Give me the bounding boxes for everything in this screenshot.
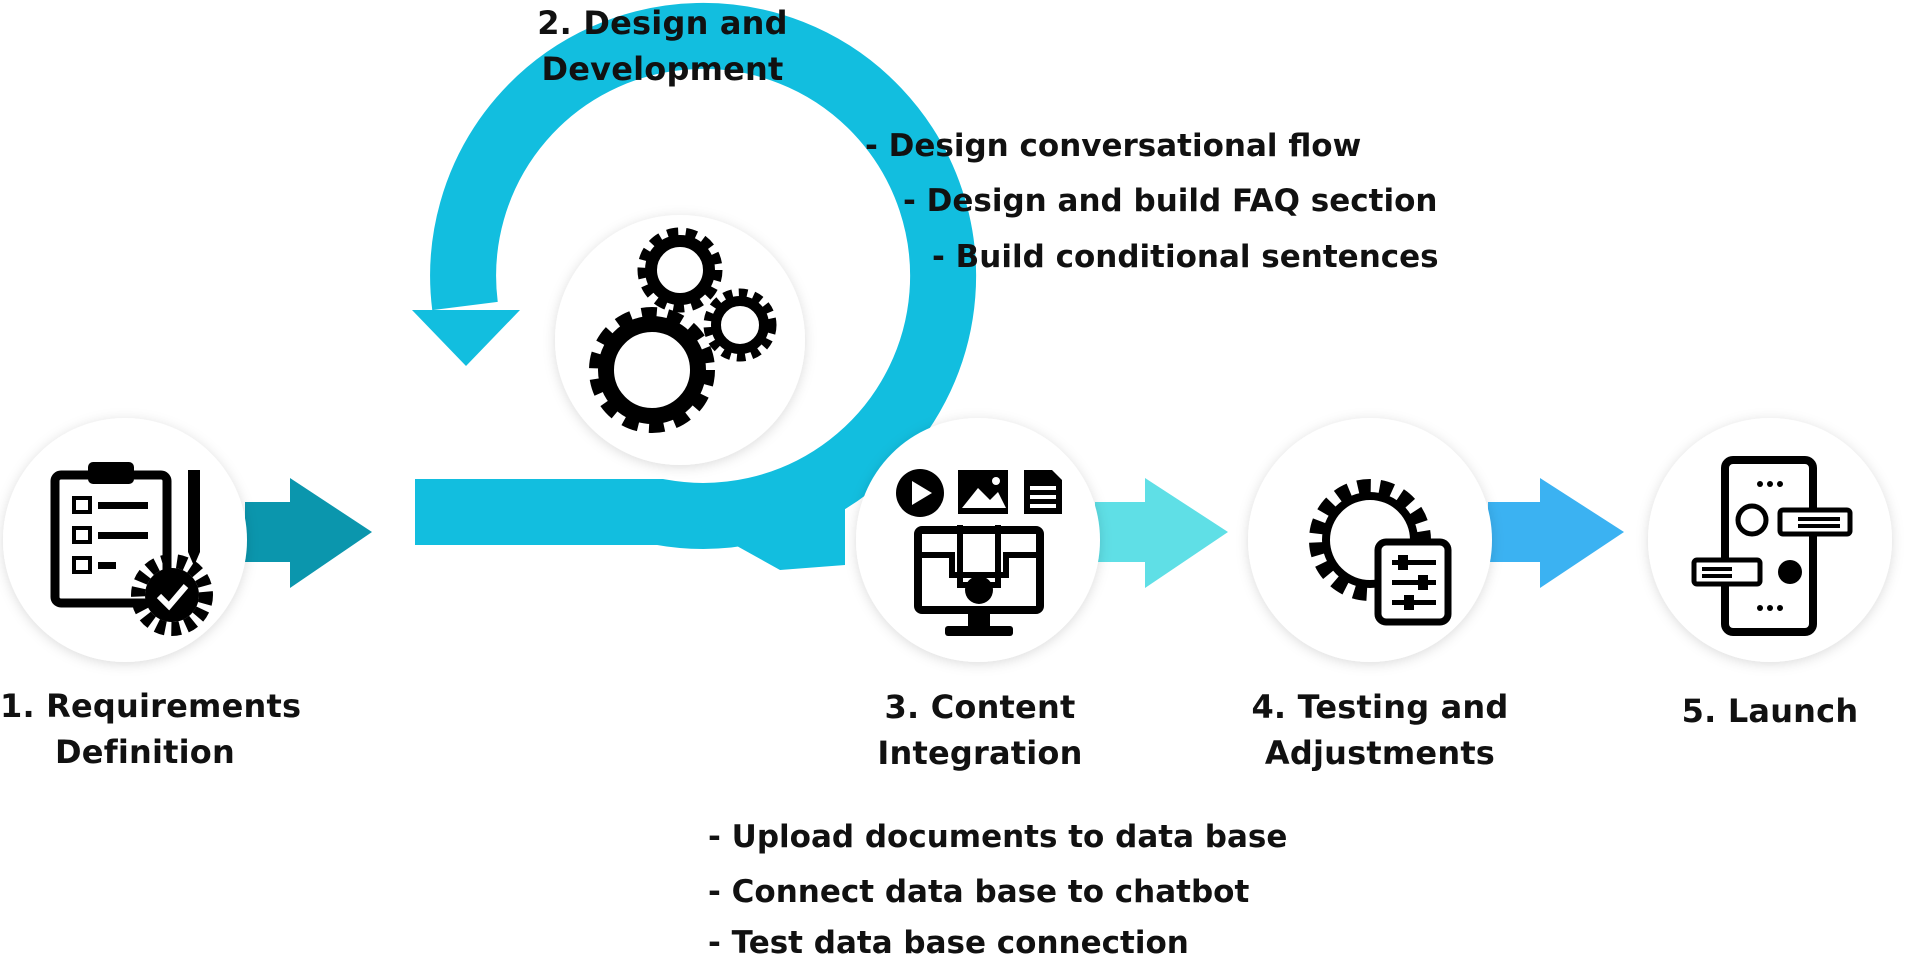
step1-circle	[3, 418, 247, 662]
step5-title: 5. Launch	[1670, 688, 1870, 734]
step2-title: 2. Design and Development	[520, 0, 805, 92]
step4-title-line1: 4. Testing and	[1251, 688, 1509, 726]
step5-title-line1: 5. Launch	[1681, 692, 1859, 730]
step2-circle	[555, 215, 805, 465]
design-task-2: - Design and build FAQ section	[903, 183, 1438, 219]
step3-title: 3. Content Integration	[840, 684, 1120, 776]
step1-title: 1. Requirements Definition	[0, 683, 302, 775]
step3-title-line2: Integration	[877, 734, 1083, 772]
clipboard-checklist-gear-icon	[50, 462, 213, 636]
content-task-2: - Connect data base to chatbot	[708, 874, 1250, 910]
smartphone-chat-icon	[1691, 456, 1853, 636]
step3-title-line1: 3. Content	[884, 688, 1076, 726]
gears-icon	[589, 227, 777, 433]
gear-sliders-icon	[1309, 479, 1452, 626]
step3-circle	[856, 418, 1100, 662]
media-monitor-icon	[896, 469, 1062, 636]
design-task-3: - Build conditional sentences	[932, 239, 1439, 275]
arrow-step3-to-step4	[1095, 478, 1228, 588]
step4-title: 4. Testing and Adjustments	[1230, 684, 1530, 776]
step2-title-line2: Development	[541, 50, 784, 88]
step4-title-line2: Adjustments	[1264, 734, 1496, 772]
step4-circle	[1248, 418, 1492, 662]
loop-arrow	[412, 2, 977, 570]
step1-title-line2: Definition	[55, 733, 235, 771]
content-task-3: - Test data base connection	[708, 925, 1189, 961]
step5-circle	[1648, 418, 1892, 662]
arrow-step1-to-step2	[245, 478, 372, 588]
step1-title-line1: 1. Requirements	[0, 687, 302, 725]
design-task-1: - Design conversational flow	[865, 128, 1362, 164]
content-task-1: - Upload documents to data base	[708, 819, 1288, 855]
step2-title-line1: 2. Design and	[537, 4, 788, 42]
arrow-step4-to-step5	[1488, 478, 1624, 588]
